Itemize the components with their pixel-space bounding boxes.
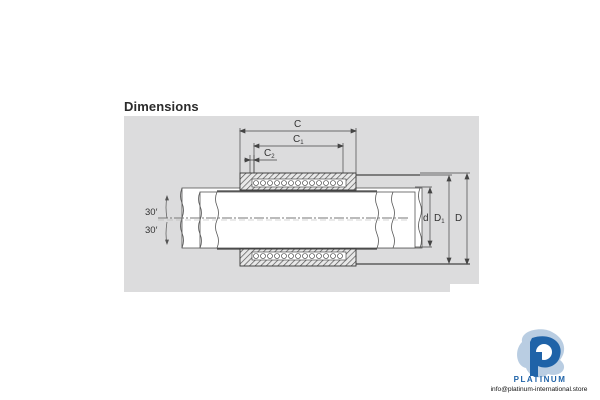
contact-email: info@platinum-international.store	[490, 386, 588, 393]
label-c2: C2	[264, 148, 275, 160]
dimension-diameters	[415, 172, 470, 265]
label-c: C	[294, 119, 301, 130]
label-d1: D1	[434, 213, 445, 225]
label-angle-upper: 30′	[145, 207, 158, 218]
dimension-c	[239, 128, 357, 173]
label-d: d	[423, 213, 429, 224]
brand-name: PLATINUM	[513, 375, 567, 384]
bearing-top	[239, 172, 420, 191]
panel-notch	[450, 284, 480, 294]
dimension-c2	[244, 155, 277, 173]
section-title: Dimensions	[124, 99, 199, 114]
label-c1: C1	[293, 134, 304, 146]
bearing-bottom	[239, 248, 470, 267]
platinum-logo-icon	[517, 329, 565, 378]
angle-indicator	[164, 195, 170, 245]
label-angle-lower: 30′	[145, 225, 158, 236]
label-D: D	[455, 213, 462, 224]
